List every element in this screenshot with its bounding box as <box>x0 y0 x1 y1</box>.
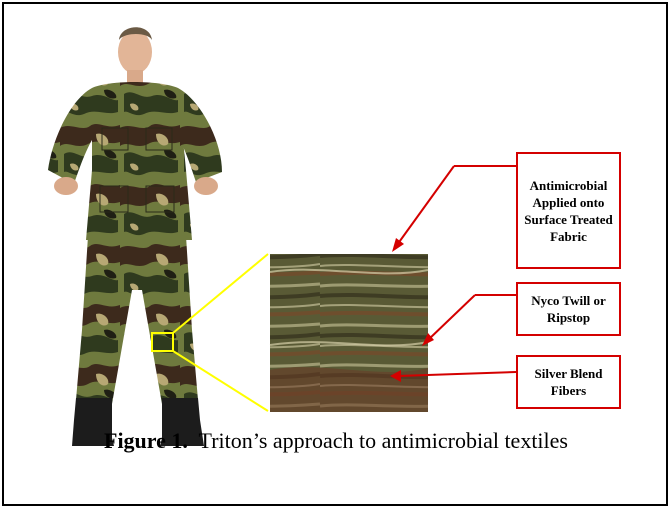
callout-antimicrobial: Antimicrobial Applied onto Surface Treat… <box>516 152 621 269</box>
callout-silver-blend-text: Silver Blend Fibers <box>518 365 619 399</box>
soldier-illustration <box>48 27 222 446</box>
caption-text: Triton’s approach to antimicrobial texti… <box>199 428 568 453</box>
callout-silver-blend: Silver Blend Fibers <box>516 355 621 409</box>
callout-nyco-twill: Nyco Twill or Ripstop <box>516 282 621 336</box>
figure-caption: Figure 1. Triton’s approach to antimicro… <box>0 428 672 454</box>
soldier-head <box>118 30 152 74</box>
soldier-trousers <box>76 236 198 404</box>
caption-label: Figure 1. <box>104 428 188 453</box>
fabric-closeup <box>270 254 428 412</box>
callout-nyco-twill-text: Nyco Twill or Ripstop <box>518 292 619 326</box>
callout-antimicrobial-text: Antimicrobial Applied onto Surface Treat… <box>518 177 619 245</box>
